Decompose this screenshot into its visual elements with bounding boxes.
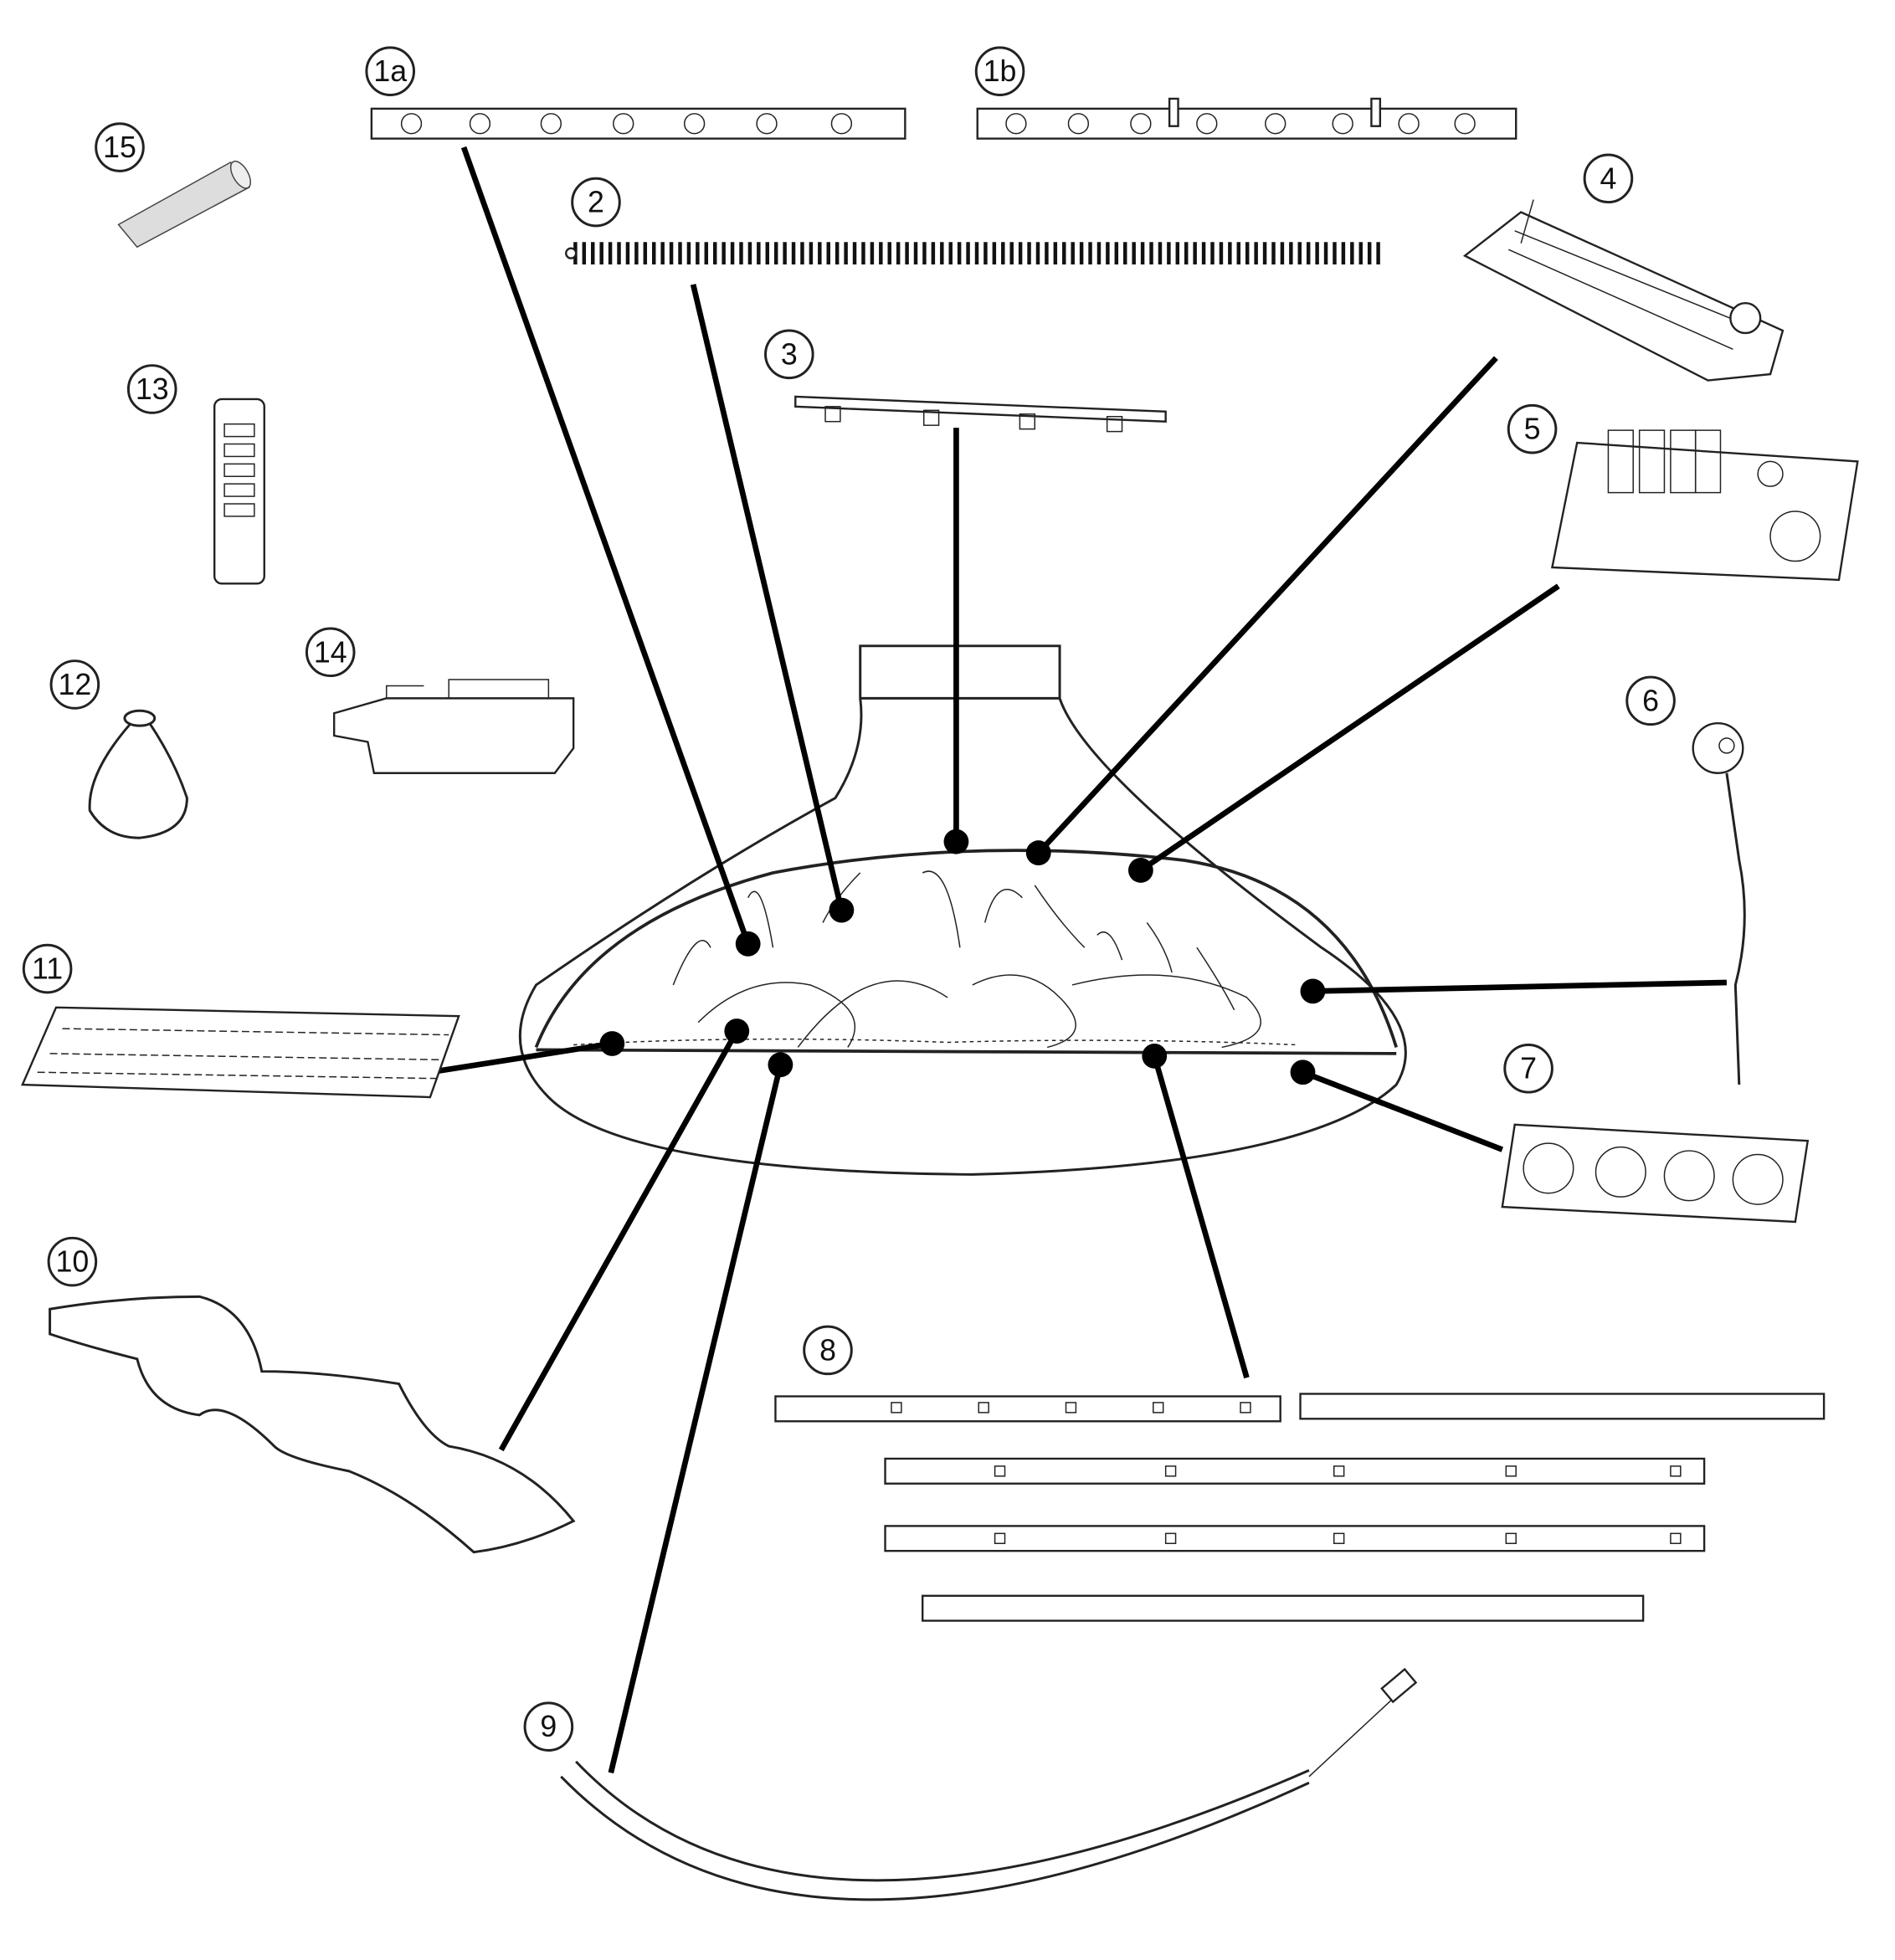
callout-11: 11 <box>22 943 73 994</box>
callout-label: 11 <box>32 952 63 986</box>
dot-6 <box>1300 978 1326 1004</box>
callout-label: 1a <box>373 54 407 88</box>
dot-4 <box>1025 840 1051 865</box>
callout-9: 9 <box>523 1701 574 1752</box>
part-15-battery[interactable] <box>117 158 255 249</box>
leader-2 <box>690 284 845 911</box>
callout-label: 13 <box>136 372 169 406</box>
fireplace-body <box>518 644 1407 1176</box>
part-12-bag[interactable] <box>88 709 188 839</box>
part-14-receiver[interactable] <box>332 679 575 774</box>
part-4-blower-fan[interactable] <box>1462 199 1785 382</box>
callout-label: 6 <box>1642 684 1659 717</box>
callout-label: 1b <box>983 54 1017 88</box>
part-7-switch-panel[interactable] <box>1501 1123 1810 1224</box>
dot-7 <box>1290 1060 1316 1085</box>
callout-label: 14 <box>314 635 347 669</box>
leader-9 <box>608 1064 783 1774</box>
leader-4 <box>1036 356 1498 855</box>
part-3-sensor-bar[interactable] <box>794 395 1167 433</box>
callout-label: 15 <box>103 131 136 164</box>
callout-5: 5 <box>1507 403 1558 454</box>
callout-label: 12 <box>58 668 91 701</box>
callout-label: 5 <box>1524 413 1541 446</box>
dot-9 <box>768 1052 793 1078</box>
leader-8 <box>1152 1054 1250 1379</box>
callout-label: 9 <box>540 1710 557 1743</box>
callout-6: 6 <box>1625 675 1676 726</box>
part-5-control-board[interactable] <box>1550 429 1859 582</box>
part-9-cable[interactable] <box>560 1667 1418 1901</box>
callouts: 1a 1b 2 3 4 5 6 7 8 9 10 11 12 13 14 15 <box>22 46 1676 1752</box>
callout-14: 14 <box>305 627 356 678</box>
callout-7: 7 <box>1503 1043 1553 1094</box>
part-2-heating-element[interactable] <box>565 242 1384 265</box>
part-1a-led-strip[interactable] <box>370 107 906 140</box>
dot-11 <box>599 1031 625 1056</box>
callout-label: 4 <box>1600 162 1616 195</box>
dot-2 <box>829 897 855 923</box>
part-13-remote[interactable] <box>213 398 265 585</box>
leader-lines <box>429 146 1727 1774</box>
callout-label: 3 <box>781 337 798 371</box>
callout-1b: 1b <box>974 46 1025 96</box>
callout-3: 3 <box>764 329 814 380</box>
callout-4: 4 <box>1583 153 1634 204</box>
callout-12: 12 <box>49 659 100 710</box>
callout-13: 13 <box>126 364 177 414</box>
leader-6 <box>1312 979 1727 994</box>
dot-8 <box>1142 1043 1168 1069</box>
callout-10: 10 <box>47 1236 98 1287</box>
callout-2: 2 <box>571 177 621 228</box>
leader-1a <box>460 146 751 945</box>
part-6-motor[interactable] <box>1692 721 1746 1085</box>
dot-3 <box>943 829 969 854</box>
part-1b-led-strip[interactable] <box>976 97 1518 140</box>
leader-11 <box>429 1040 613 1075</box>
part-11-pebble-media[interactable] <box>21 1006 460 1099</box>
dot-10 <box>724 1018 750 1044</box>
part-10-log-set[interactable] <box>49 1295 576 1554</box>
leader-10 <box>498 1029 740 1452</box>
leader-5 <box>1138 583 1560 873</box>
callout-label: 7 <box>1520 1052 1537 1085</box>
part-8-led-strips[interactable] <box>774 1393 1826 1622</box>
callout-label: 8 <box>819 1333 836 1367</box>
callout-8: 8 <box>803 1325 853 1376</box>
callout-15: 15 <box>95 122 145 172</box>
callout-label: 2 <box>588 186 604 219</box>
dot-1a <box>735 931 761 957</box>
dot-5 <box>1127 858 1153 883</box>
callout-label: 10 <box>56 1245 90 1279</box>
leader-7 <box>1302 1070 1504 1152</box>
callout-1a: 1a <box>365 46 415 96</box>
